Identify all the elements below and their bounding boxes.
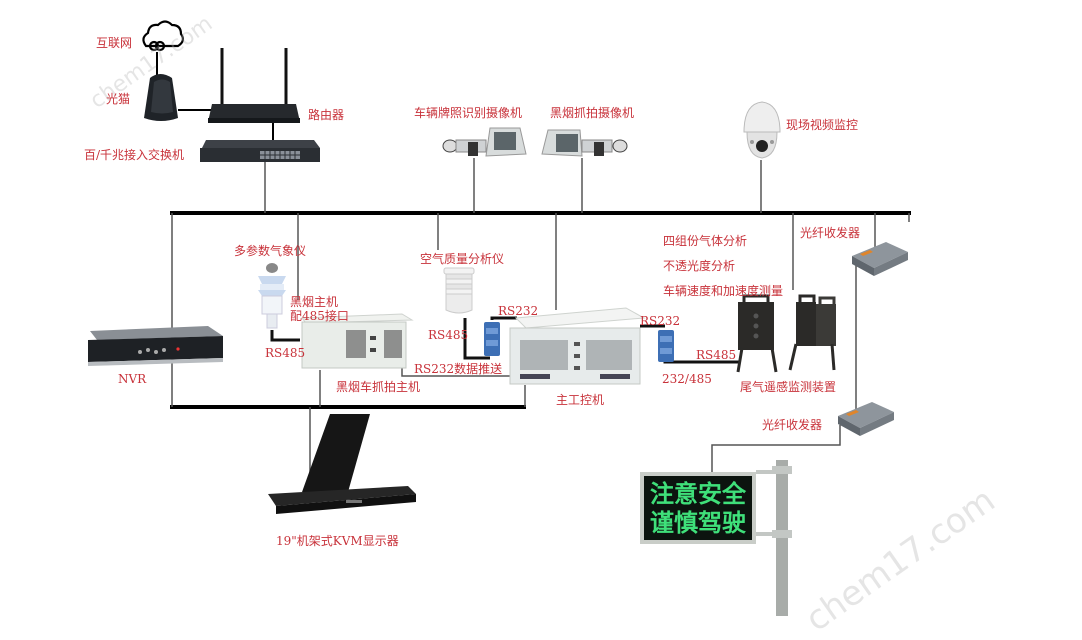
label-converter: 232/485 <box>662 372 712 386</box>
label-rs485-right: RS485 <box>696 348 737 362</box>
wire-fiber-led <box>711 425 841 472</box>
modem-icon <box>144 74 178 121</box>
label-fiber-top: 光纤收发器 <box>800 226 861 240</box>
cable-air-converter <box>463 318 490 360</box>
fiber-top-icon <box>852 242 908 276</box>
label-internet: 互联网 <box>96 36 133 50</box>
sign-pole-icon <box>756 460 792 616</box>
label-router: 路由器 <box>308 108 345 122</box>
label-speed-measure: 车辆速度和加速度测量 <box>663 284 784 298</box>
led-sign-line-2: 谨慎驾驶 <box>650 509 746 537</box>
cable-weather-host <box>270 330 300 342</box>
label-smoke-host-note-2: 配485接口 <box>290 309 349 323</box>
fiber-bottom-icon <box>838 402 894 436</box>
label-rs232-push: RS232数据推送 <box>414 362 503 376</box>
label-weather-station: 多参数气象仪 <box>234 244 307 258</box>
main-ipc-icon <box>509 307 646 385</box>
bottom-bus <box>170 405 526 409</box>
label-opacity-analysis: 不透光度分析 <box>663 259 736 273</box>
label-air-quality: 空气质量分析仪 <box>420 252 505 266</box>
smoke-camera-icon <box>541 129 628 157</box>
ptz-camera-icon <box>743 101 781 159</box>
led-sign-line-1: 注意安全 <box>650 480 746 508</box>
led-sign: 注意安全 谨慎驾驶 <box>640 472 756 544</box>
label-rs232-right: RS232 <box>640 314 681 328</box>
label-modem: 光猫 <box>106 92 131 106</box>
router-icon <box>208 48 300 123</box>
exhaust-device-icon <box>736 294 836 373</box>
converter-left-icon <box>484 322 500 356</box>
label-smoke-camera: 黑烟抓拍摄像机 <box>550 106 635 120</box>
cloud-icon <box>142 20 185 52</box>
label-rs485-weather: RS485 <box>265 346 306 360</box>
kvm-icon <box>268 414 416 514</box>
label-rs485-air: RS485 <box>428 328 469 342</box>
label-rs232-air: RS232 <box>498 304 539 318</box>
air-quality-icon <box>443 267 475 314</box>
top-bus <box>170 211 911 215</box>
label-nvr: NVR <box>118 372 147 386</box>
label-ptz-camera: 现场视频监控 <box>786 118 859 132</box>
label-fiber-bottom: 光纤收发器 <box>762 418 823 432</box>
label-gas-analysis: 四组份气体分析 <box>663 234 748 248</box>
label-smoke-host-note-1: 黑烟主机 <box>290 295 339 309</box>
switch-icon <box>200 140 320 162</box>
label-main-ipc: 主工控机 <box>556 393 605 407</box>
network-diagram: 注意安全 谨慎驾驶 chem17.com chem17.com 互联网 光猫 路… <box>84 11 1002 639</box>
converter-right-icon <box>658 330 674 362</box>
diagram-canvas <box>88 20 911 616</box>
smoke-host-icon <box>300 313 414 369</box>
label-kvm: 19"机架式KVM显示器 <box>276 534 399 548</box>
wire-rs232-push <box>401 368 510 377</box>
nvr-icon <box>88 326 223 366</box>
cable-converter-ipc <box>490 316 517 320</box>
label-switch: 百/千兆接入交换机 <box>84 148 185 162</box>
label-plate-camera: 车辆牌照识别摄像机 <box>414 106 523 120</box>
weather-station-icon <box>258 263 286 329</box>
plate-camera-icon <box>442 127 527 157</box>
label-smoke-host: 黑烟车抓拍主机 <box>336 380 421 394</box>
wires <box>156 52 910 505</box>
label-exhaust-device: 尾气遥感监测装置 <box>740 380 837 394</box>
